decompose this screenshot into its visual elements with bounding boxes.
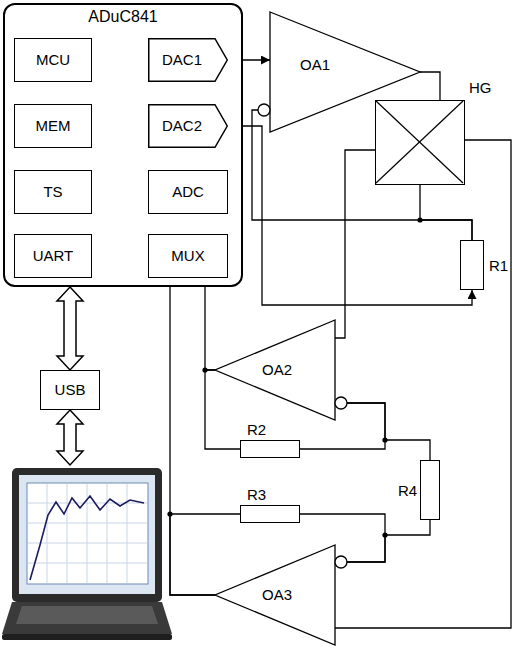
block-label: ADC (172, 183, 204, 201)
chip-name: ADuC841 (5, 8, 241, 26)
part-label: HG (469, 79, 492, 97)
chip-box: ADuC841MCU DAC1MEM DAC2TS ADC UART MUX (3, 3, 243, 287)
part-label: R4 (398, 482, 417, 500)
block-label: DAC2 (162, 117, 202, 135)
signal-wire (335, 140, 511, 628)
signal-wire (205, 278, 215, 370)
bus-arrow (57, 287, 83, 370)
signal-wire (170, 514, 240, 595)
dac-block: DAC1 (148, 38, 228, 82)
part-label: R2 (247, 421, 266, 439)
signal-wire (205, 370, 240, 449)
block-box: UART (14, 234, 92, 278)
op-amp: OA2 (215, 320, 335, 420)
signal-wire (170, 278, 215, 595)
chart-area (27, 483, 148, 584)
chart-line (30, 496, 144, 580)
dac-block: DAC2 (148, 104, 228, 148)
hall-cross (376, 101, 463, 183)
block-label: MUX (171, 247, 204, 265)
op-amp: OA3 (215, 545, 335, 645)
inverting-input (258, 104, 270, 116)
resistor-symbol: R1 (460, 240, 484, 290)
block-label: TS (43, 183, 62, 201)
hall-cross (376, 101, 463, 183)
signal-wire (335, 520, 430, 562)
op-amp-triangle (215, 545, 335, 645)
dac-outline (149, 105, 228, 148)
dac-outline (149, 39, 228, 82)
resistor-symbol: R4 (420, 460, 440, 520)
block-box: TS (14, 170, 92, 214)
signal-wire (420, 185, 472, 240)
junction-dot (417, 217, 422, 222)
laptop-illustration (2, 468, 172, 640)
signal-wire (335, 403, 430, 460)
block-box: ADC (148, 170, 228, 214)
block-label: MCU (36, 51, 70, 69)
laptop-base (2, 602, 172, 634)
resistor-symbol: R3 (240, 505, 300, 523)
block-box: MEM (14, 104, 92, 148)
laptop-keyboard (16, 606, 158, 624)
junction-dot (382, 437, 387, 442)
hall-generator: HG (375, 100, 465, 185)
block-label: USB (55, 381, 86, 399)
block-label: MEM (36, 117, 71, 135)
usb-box: USB (40, 370, 100, 410)
part-label: R1 (489, 257, 508, 275)
part-label: R3 (247, 486, 266, 504)
junction-dot (382, 532, 387, 537)
inverting-input (335, 397, 347, 409)
part-label: OA2 (262, 361, 292, 379)
junction-dot (167, 511, 172, 516)
resistor-symbol: R2 (240, 440, 300, 458)
block-box: MUX (148, 234, 228, 278)
part-label: OA3 (262, 586, 292, 604)
signal-wire (420, 72, 440, 100)
block-label: DAC1 (162, 51, 202, 69)
block-label: UART (33, 247, 74, 265)
inverting-input (335, 556, 347, 568)
signal-wire (335, 150, 375, 338)
hall-generator-outline (376, 101, 463, 183)
part-label: OA1 (300, 56, 330, 74)
junction-dot (202, 367, 207, 372)
chart-grid (28, 484, 147, 583)
usb-link-arrow (57, 410, 83, 465)
block-box: MCU (14, 38, 92, 82)
laptop-screen (19, 475, 155, 594)
laptop-edge (2, 634, 172, 640)
op-amp-triangle (215, 320, 335, 420)
laptop-lid (12, 468, 162, 602)
